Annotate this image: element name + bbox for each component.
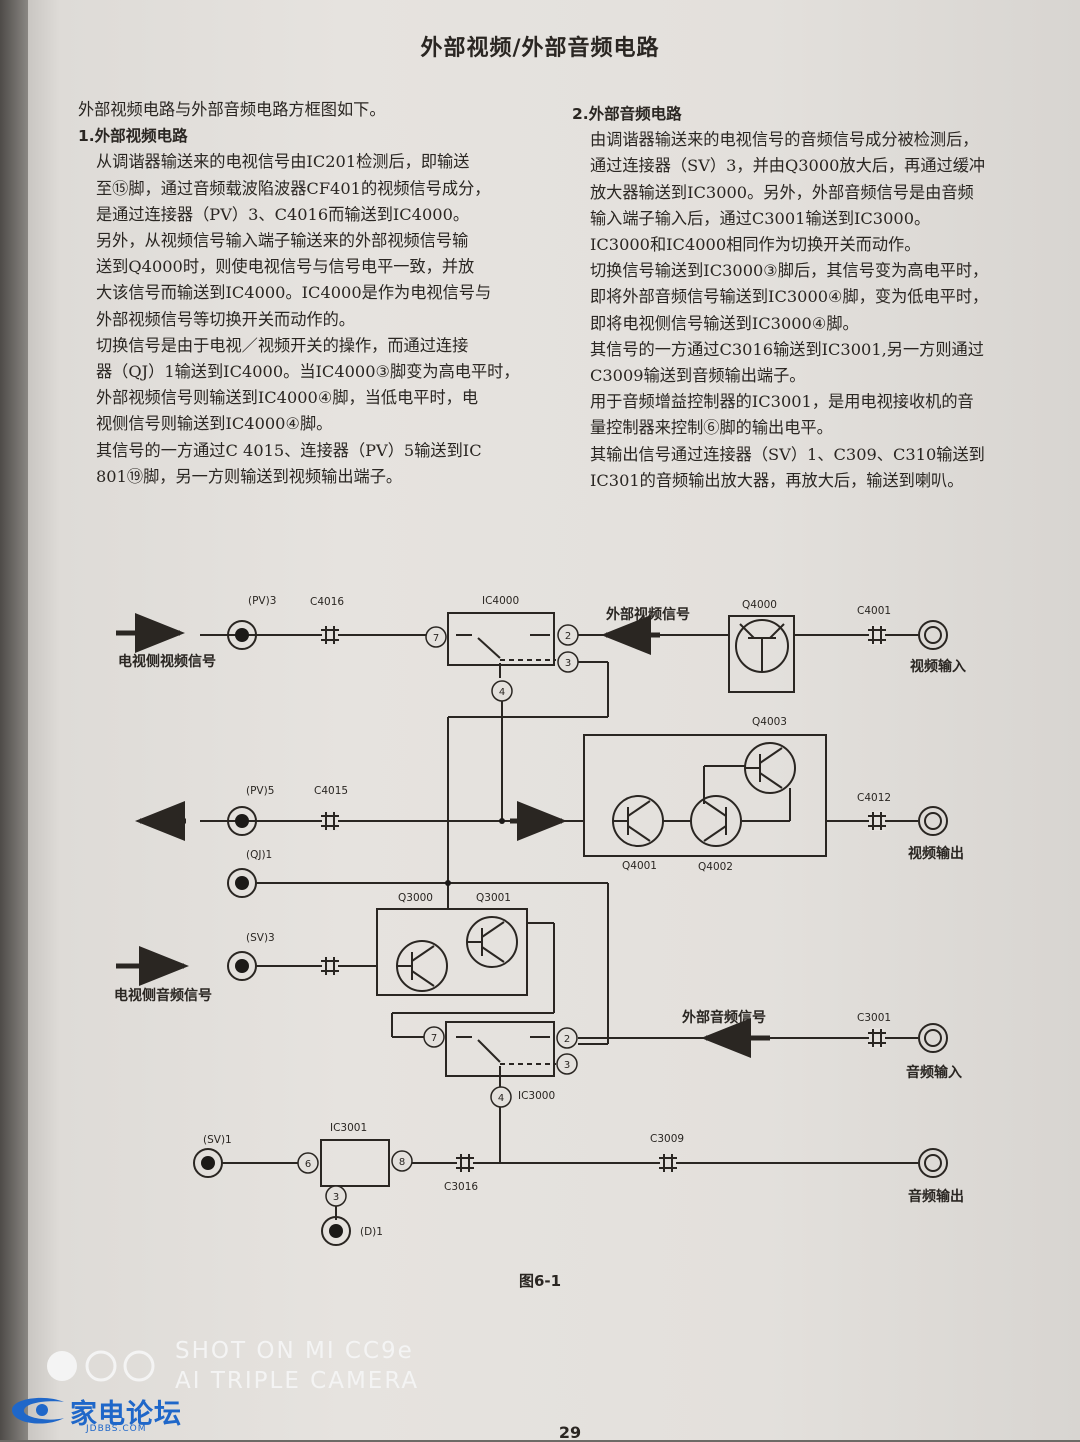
video-text-line: 801⑲脚，另一方则输送到视频输出端子。	[96, 466, 403, 486]
pin-label: 2	[565, 631, 571, 642]
page-number: 29	[558, 1423, 582, 1442]
transistor-label-q4000: Q4000	[742, 599, 777, 611]
video-text-line: 另外，从视频信号输入端子输送来的外部视频信号输	[96, 231, 469, 251]
signal-ext-video: 外部视频信号	[606, 606, 690, 623]
video-section-body: 从调谐器输送来的电视信号由IC201检测后，即输送至⑮脚，通过音频载波陷波器CF…	[78, 149, 548, 490]
watermark-line-1: SHOT ON MI CC9e	[175, 1338, 414, 1364]
left-column: 外部视频电路与外部音频电路方框图如下。 1.外部视频电路 从调谐器输送来的电视信…	[78, 97, 548, 490]
pin-label: 3	[564, 1060, 570, 1071]
jdbbs-logo-icon	[12, 1397, 64, 1424]
capacitor-label-c4012: C4012	[857, 792, 891, 804]
video-text-line: 器（QJ）1输送到IC4000。当IC4000③脚变为高电平时，	[96, 362, 520, 382]
video-text-line: 其信号的一方通过C 4015、连接器（PV）5输送到IC	[96, 440, 482, 460]
signal-audio-out: 音频输出	[908, 1188, 964, 1205]
ic-label-ic3000: IC3000	[518, 1090, 555, 1102]
figure-caption: 图6-1	[518, 1272, 562, 1290]
section-heading-audio: 2.外部音频电路	[572, 105, 682, 123]
video-text-line: 视侧信号则输送到IC4000④脚。	[96, 414, 333, 434]
audio-text-line: 即将电视侧信号输送到IC3000④脚。	[590, 313, 859, 333]
signal-audio-in: 音频输入	[906, 1064, 962, 1081]
video-text-line: 大该信号而输送到IC4000。IC4000是作为电视信号与	[96, 283, 492, 303]
video-text-line: 是通过连接器（PV）3、C4016而输送到IC4000。	[96, 204, 470, 224]
pin-label: 6	[305, 1159, 311, 1170]
audio-section-body: 由调谐器输送来的电视信号的音频信号成分被检测后， 通过连接器（SV）3，并由Q30…	[572, 127, 1048, 494]
connector-label-pv3: (PV)3	[248, 595, 276, 607]
video-text-line: 送到Q4000时，则使电视信号与信号电平一致，并放	[96, 257, 475, 277]
audio-text-line: 输入端子输入后，通过C3001输送到IC3000。	[590, 208, 931, 228]
paper-page	[28, 0, 1080, 1440]
capacitor-label-c3016: C3016	[444, 1181, 478, 1193]
audio-text-line: 即将外部音频信号输送到IC3000④脚，变为低电平时，	[590, 287, 989, 307]
audio-text-line: 其信号的一方通过C3016输送到IC3001,另一方则通过	[590, 339, 984, 359]
pin-label: 7	[431, 1033, 437, 1044]
pin-label: 8	[399, 1157, 405, 1168]
video-text-line: 外部视频信号等切换开关而动作的。	[96, 309, 355, 329]
connector-label-pv5: (PV)5	[246, 785, 274, 797]
pin-label: 2	[564, 1034, 570, 1045]
video-text-line: 切换信号是由于电视／视频开关的操作，而通过连接	[96, 335, 469, 355]
signal-tv-audio: 电视侧音频信号	[114, 987, 212, 1004]
audio-text-line: 用于音频增益控制器的IC3001，是用电视接收机的音	[590, 392, 974, 412]
signal-tv-video: 电视侧视频信号	[118, 653, 216, 670]
pin-label: 3	[565, 658, 571, 669]
ic-label-ic4000: IC4000	[482, 595, 519, 607]
connector-label-sv1: (SV)1	[203, 1134, 232, 1146]
pin-label: 3	[333, 1192, 339, 1203]
connector-label-d1: (D)1	[360, 1226, 383, 1238]
audio-text-line: 切换信号输送到IC3000③脚后，其信号变为高电平时，	[590, 261, 989, 281]
watermark-line-2: AI TRIPLE CAMERA	[175, 1368, 420, 1394]
audio-text-line: 由调谐器输送来的电视信号的音频信号成分被检测后，	[590, 130, 979, 150]
transistor-label-q4003: Q4003	[752, 716, 787, 728]
transistor-label-q4001: Q4001	[622, 860, 657, 872]
capacitor-label-c4015: C4015	[314, 785, 348, 797]
video-text-line: 从调谐器输送来的电视信号由IC201检测后，即输送	[96, 152, 470, 172]
video-text-line: 至⑮脚，通过音频载波陷波器CF401的视频信号成分，	[96, 178, 491, 198]
signal-ext-audio: 外部音频信号	[682, 1009, 766, 1026]
watermark-brand: 家电论坛	[70, 1399, 182, 1430]
signal-video-in: 视频输入	[910, 658, 966, 675]
ic-label-ic3001: IC3001	[330, 1122, 367, 1134]
camera-dots-icon	[47, 1350, 155, 1382]
pin-label: 7	[433, 633, 439, 644]
audio-text-line: IC301的音频输出放大器，再放大后，输送到喇叭。	[590, 470, 964, 490]
capacitor-label-c3001: C3001	[857, 1012, 891, 1024]
audio-text-line: 通过连接器（SV）3，并由Q3000放大后，再通过缓冲	[590, 156, 986, 176]
right-column: 2.外部音频电路 由调谐器输送来的电视信号的音频信号成分被检测后， 通过连接器（S…	[572, 101, 1048, 494]
connector-label-sv3: (SV)3	[246, 932, 275, 944]
intro-line: 外部视频电路与外部音频电路方框图如下。	[78, 100, 386, 119]
pin-label: 4	[499, 687, 505, 698]
watermark-site: JDBBS.COM	[86, 1424, 147, 1434]
capacitor-label-c4016: C4016	[310, 596, 344, 608]
audio-text-line: 量控制器来控制⑥脚的输出电平。	[590, 418, 833, 438]
connector-label-qj1: (QJ)1	[246, 849, 272, 861]
capacitor-label-c3009: C3009	[650, 1133, 684, 1145]
pin-label: 4	[498, 1093, 504, 1104]
capacitor-label-c4001: C4001	[857, 605, 891, 617]
audio-text-line: C3009输送到音频输出端子。	[590, 366, 806, 386]
section-heading-video: 1.外部视频电路	[78, 127, 188, 146]
video-text-line: 外部视频信号则输送到IC4000④脚，当低电平时，电	[96, 388, 479, 408]
transistor-label-q3001: Q3001	[476, 892, 511, 904]
signal-video-out: 视频输出	[908, 845, 964, 862]
page-title: 外部视频/外部音频电路	[420, 36, 660, 61]
audio-text-line: 其输出信号通过连接器（SV）1、C309、C310输送到	[590, 444, 985, 464]
page-binding-shadow	[0, 0, 28, 1440]
transistor-label-q4002: Q4002	[698, 861, 733, 873]
block-diagram: 7 2 3 4 7 2 3 4 6 8 3 (PV)3 C4016 IC4000…	[114, 595, 966, 1246]
transistor-label-q3000: Q3000	[398, 892, 433, 904]
audio-text-line: IC3000和IC4000相同作为切换开关而动作。	[590, 235, 921, 255]
audio-text-line: 放大器输送到IC3000。另外，外部音频信号是由音频	[590, 182, 974, 202]
